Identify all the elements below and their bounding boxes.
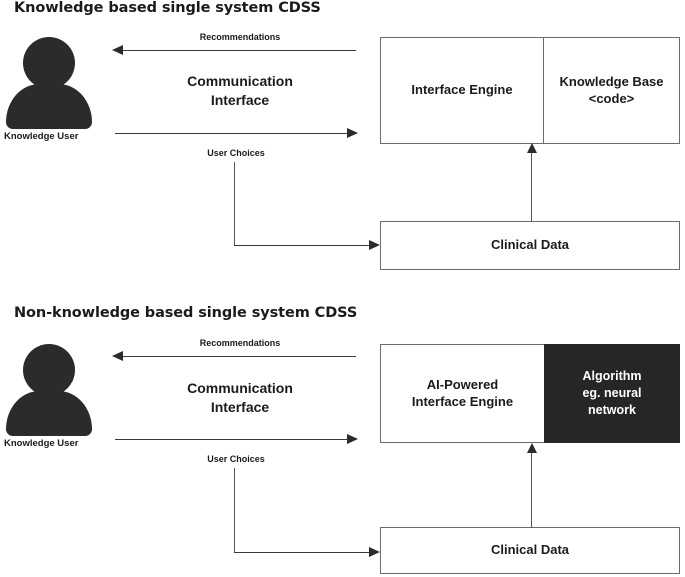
clinical-data-in-arrowhead xyxy=(369,547,380,557)
clinical-data-in-arrowhead xyxy=(369,240,380,250)
person-head xyxy=(23,344,75,396)
user-choices-to-data-line xyxy=(234,552,371,553)
user-choices-arrow-line xyxy=(115,133,349,134)
algorithm-label: Algorithm eg. neural network xyxy=(582,369,642,417)
recommendations-arrow-line xyxy=(120,356,356,357)
user-choices-label: User Choices xyxy=(207,148,265,158)
user-choices-drop-line xyxy=(234,468,235,553)
user-choices-arrowhead xyxy=(347,128,358,138)
diagram-knowledge-based: Knowledge based single system CDSS Knowl… xyxy=(4,0,680,270)
data-to-engine-arrowhead xyxy=(527,143,537,153)
ai-interface-engine-box[interactable]: AI-Powered Interface Engine xyxy=(380,344,545,443)
person-icon xyxy=(6,37,92,129)
user-choices-to-data-line xyxy=(234,245,371,246)
user-choices-label: User Choices xyxy=(207,454,265,464)
recommendations-label: Recommendations xyxy=(199,32,281,42)
data-to-engine-line xyxy=(531,152,532,222)
data-to-engine-line xyxy=(531,452,532,528)
clinical-data-label: Clinical Data xyxy=(490,237,570,253)
user-choices-arrowhead xyxy=(347,434,358,444)
recommendations-arrow-line xyxy=(120,50,356,51)
user-choices-arrow-line xyxy=(115,439,349,440)
interface-engine-box[interactable]: Interface Engine xyxy=(380,37,544,144)
person-icon xyxy=(6,344,92,436)
actor-label: Knowledge User xyxy=(4,438,79,449)
recommendations-arrowhead xyxy=(112,351,123,361)
actor-label: Knowledge User xyxy=(4,131,79,142)
communication-interface-text: Communication Interface xyxy=(187,73,293,108)
diagram-non-knowledge-based: Non-knowledge based single system CDSS K… xyxy=(0,305,685,577)
recommendations-arrowhead xyxy=(112,45,123,55)
person-body xyxy=(6,391,92,436)
knowledge-base-label: Knowledge Base <code> xyxy=(559,73,664,106)
communication-interface-label: Communication Interface xyxy=(150,379,330,417)
clinical-data-box[interactable]: Clinical Data xyxy=(380,221,680,270)
data-to-engine-arrowhead xyxy=(527,443,537,453)
algorithm-box[interactable]: Algorithm eg. neural network xyxy=(544,344,680,443)
recommendations-label: Recommendations xyxy=(199,338,281,348)
communication-interface-text: Communication Interface xyxy=(187,380,293,415)
ai-interface-engine-label: AI-Powered Interface Engine xyxy=(411,376,514,409)
interface-engine-label: Interface Engine xyxy=(411,82,513,98)
diagram-title: Knowledge based single system CDSS xyxy=(14,0,321,16)
user-choices-drop-line xyxy=(234,162,235,246)
person-head xyxy=(23,37,75,89)
clinical-data-box[interactable]: Clinical Data xyxy=(380,527,680,574)
diagram-title: Non-knowledge based single system CDSS xyxy=(14,305,358,321)
clinical-data-label: Clinical Data xyxy=(490,542,570,558)
communication-interface-label: Communication Interface xyxy=(150,72,330,110)
knowledge-base-box[interactable]: Knowledge Base <code> xyxy=(543,37,680,144)
person-body xyxy=(6,84,92,129)
